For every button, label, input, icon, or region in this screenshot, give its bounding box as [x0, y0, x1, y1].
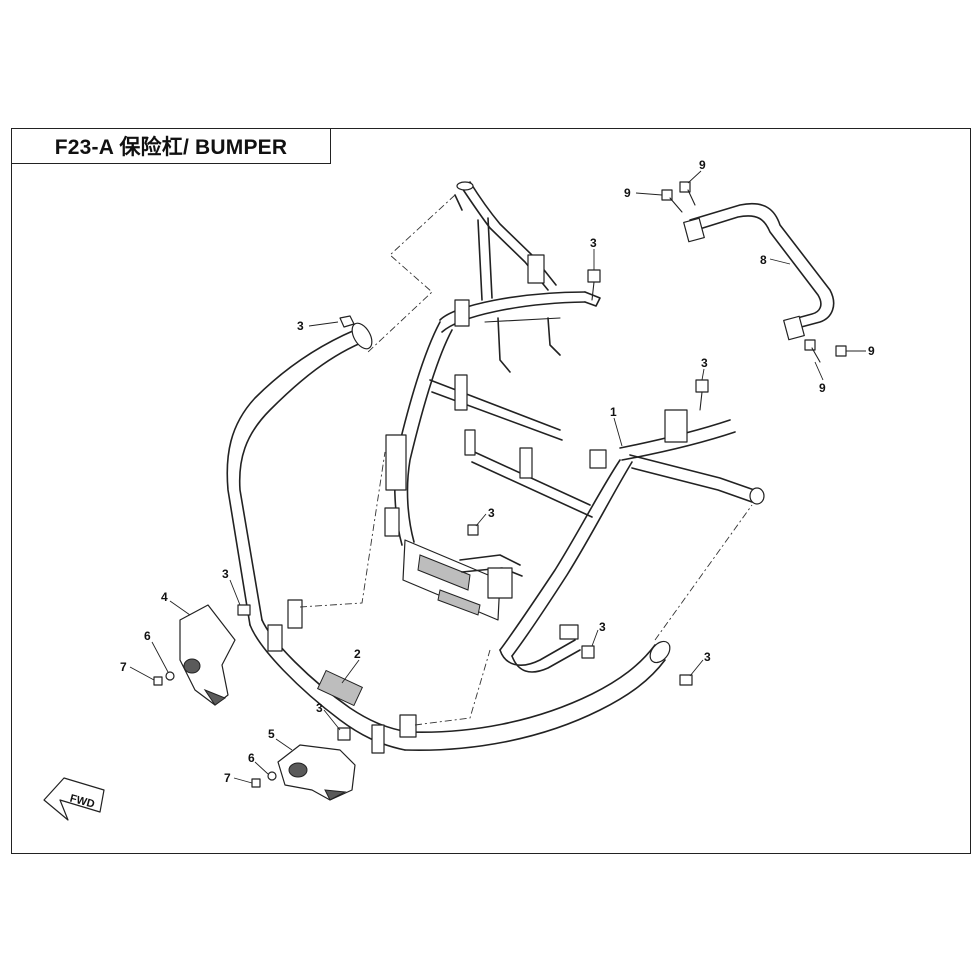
callout-9: 9	[868, 344, 875, 358]
fwd-arrow-icon: FWD	[43, 777, 105, 821]
fasteners	[153, 181, 847, 788]
cover-part-4	[179, 604, 236, 706]
callout-9: 9	[819, 381, 826, 395]
callout-4: 4	[161, 590, 168, 604]
callout-2: 2	[354, 647, 361, 661]
callout-3: 3	[297, 319, 304, 333]
callout-9: 9	[699, 158, 706, 172]
callout-6: 6	[144, 629, 151, 643]
callout-6: 6	[248, 751, 255, 765]
assembly-dashed-lines	[299, 194, 753, 726]
callout-7: 7	[224, 771, 231, 785]
callout-3: 3	[704, 650, 711, 664]
rear-bumper-part-8	[683, 203, 835, 341]
cover-part-5	[277, 744, 356, 801]
callout-5: 5	[268, 727, 275, 741]
callout-3: 3	[590, 236, 597, 250]
diagram-title: F23-A 保险杠/ BUMPER	[54, 136, 288, 159]
frame-part-1	[384, 181, 765, 673]
leader-lines	[129, 170, 866, 784]
callout-3: 3	[222, 567, 229, 581]
diagram-frame	[11, 128, 971, 854]
callout-7: 7	[120, 660, 127, 674]
callout-3: 3	[701, 356, 708, 370]
callout-1: 1	[610, 405, 617, 419]
bumper-part-2	[226, 322, 671, 754]
callout-8: 8	[760, 253, 767, 267]
callout-3: 3	[488, 506, 495, 520]
title-box: F23-A 保险杠/ BUMPER	[11, 128, 331, 164]
callout-3: 3	[599, 620, 606, 634]
callout-9: 9	[624, 186, 631, 200]
callout-3: 3	[316, 701, 323, 715]
